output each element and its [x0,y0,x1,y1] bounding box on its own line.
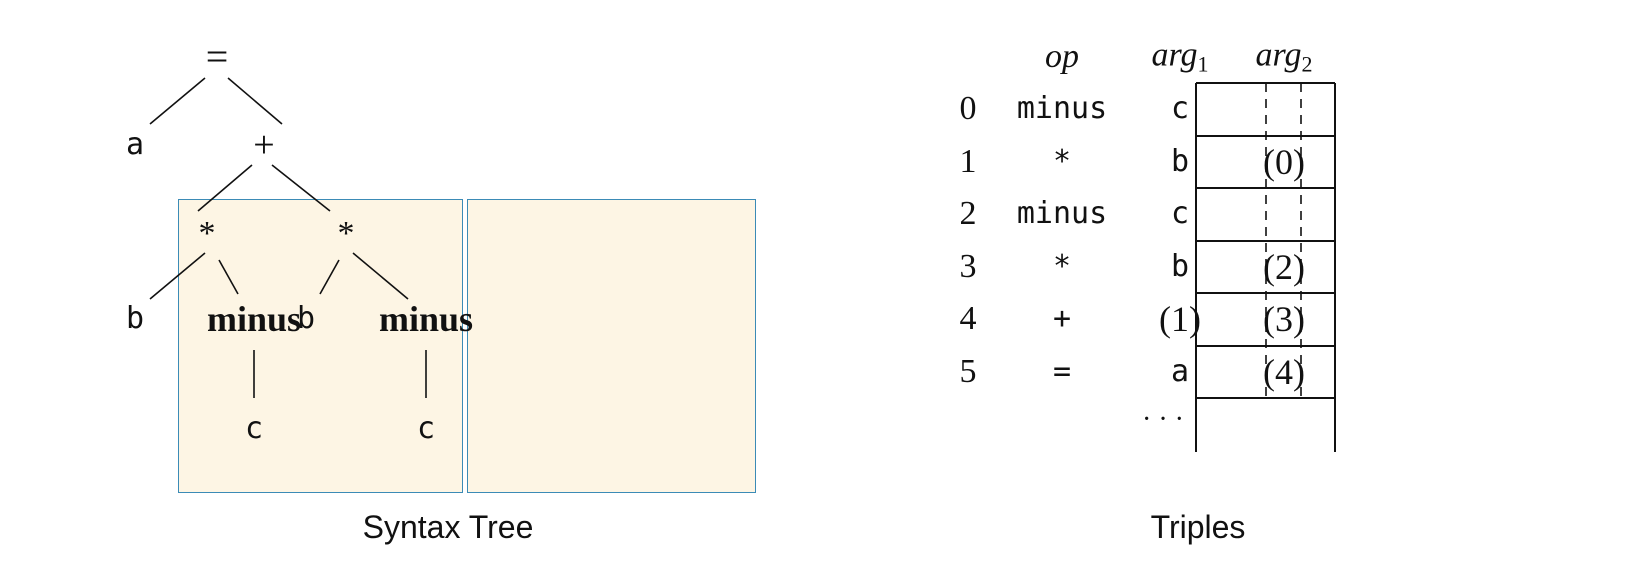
tree-node-plus: + [253,124,275,166]
row-index: 5 [959,353,977,390]
header-arg2: arg2 [1255,36,1313,77]
tree-node-b-left: b [125,301,145,336]
row-index: 0 [959,90,977,127]
edge-plus-mul-right [271,164,331,212]
table-ellipsis: · · · [1142,404,1184,435]
edge-mul-right-minus [352,252,409,300]
cell-op: * [1052,249,1072,284]
row-index: 2 [959,195,977,232]
cell-arg1: b [1170,144,1190,179]
row-index: 1 [959,143,977,180]
triples-caption: Triples [1150,509,1246,545]
cell-op: + [1052,301,1072,336]
tree-node-minus-right: minus [378,299,474,339]
cell-op: minus [1016,91,1108,126]
edge-root-a [149,77,206,125]
edge-mul-left-minus [218,259,239,295]
cell-arg1: c [1170,91,1190,126]
edge-mul-right-b [319,259,340,295]
tree-node-root: = [205,34,229,79]
tree-node-mul-left: * [198,215,216,252]
tree-node-a: a [125,127,145,162]
right-subtree-box [467,199,756,493]
tree-node-b-right: b [296,301,316,336]
header-arg1: arg1 [1151,36,1209,77]
edge-plus-mul-left [197,164,253,212]
cell-op: = [1052,354,1072,389]
edge-root-plus [227,77,283,125]
tree-node-c-left: c [244,411,264,446]
cell-op: * [1052,144,1072,179]
cell-arg2: (3) [1263,299,1305,339]
cell-arg1: c [1170,196,1190,231]
cell-arg1: a [1170,354,1190,389]
tree-node-c-right: c [416,411,436,446]
cell-arg2: (4) [1263,352,1305,392]
cell-arg2: (2) [1263,247,1305,287]
cell-arg1: b [1170,249,1190,284]
cell-arg2: (0) [1263,142,1305,182]
cell-arg1: (1) [1159,299,1201,339]
syntax-tree-caption: Syntax Tree [362,509,534,545]
row-index: 3 [959,248,977,285]
tree-node-mul-right: * [337,215,355,252]
edge-mul-left-b [149,252,206,300]
left-subtree-box [178,199,463,493]
tree-node-minus-left: minus [206,299,302,339]
header-op: op [1045,38,1079,75]
cell-op: minus [1016,196,1108,231]
row-index: 4 [959,300,977,337]
